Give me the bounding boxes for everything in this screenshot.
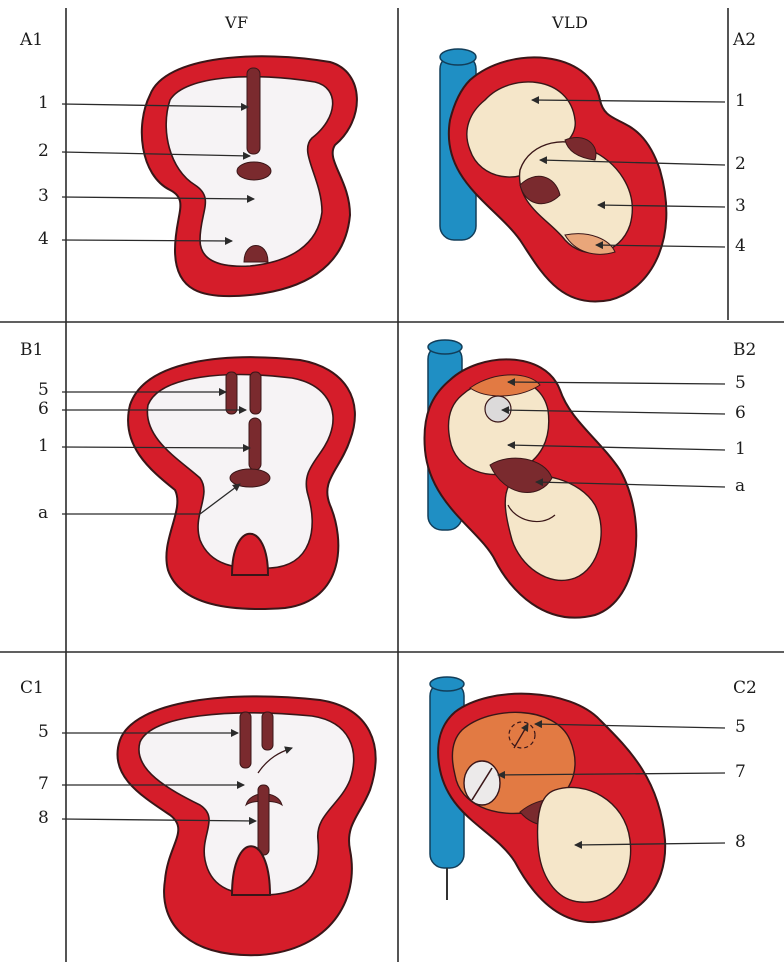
b2-label-6: 6 <box>735 405 746 422</box>
c2-label-8: 8 <box>735 834 746 851</box>
heart-a1 <box>142 56 357 296</box>
panel-label-a1: A1 <box>20 32 43 49</box>
panel-label-c1: C1 <box>20 680 44 697</box>
a1-label-4: 4 <box>38 231 49 248</box>
a2-label-1: 1 <box>735 93 746 110</box>
b2-label-5: 5 <box>735 375 746 392</box>
panel-label-c2: C2 <box>733 680 757 697</box>
a1-label-2: 2 <box>38 143 49 160</box>
heart-c1 <box>117 696 375 955</box>
b1-label-6: 6 <box>38 401 49 418</box>
a1-label-1: 1 <box>38 95 49 112</box>
c2-label-5: 5 <box>735 719 746 736</box>
header-vf: VF <box>225 15 249 31</box>
b1-label-a: a <box>38 505 48 522</box>
panel-label-b2: B2 <box>733 342 756 359</box>
b2-label-1: 1 <box>735 441 746 458</box>
c2-label-7: 7 <box>735 764 746 781</box>
b1-label-5: 5 <box>38 382 49 399</box>
heart-b1 <box>128 357 355 609</box>
panel-label-b1: B1 <box>20 342 43 359</box>
heart-c2 <box>430 677 665 922</box>
b1-label-1: 1 <box>38 438 49 455</box>
c1-label-8: 8 <box>38 810 49 827</box>
header-vld: VLD <box>552 15 589 31</box>
c1-label-7: 7 <box>38 776 49 793</box>
heart-a2 <box>440 49 666 302</box>
b2-label-a: a <box>735 478 745 495</box>
panel-label-a2: A2 <box>733 32 756 49</box>
a1-label-3: 3 <box>38 188 49 205</box>
a2-label-4: 4 <box>735 238 746 255</box>
a2-label-3: 3 <box>735 198 746 215</box>
c1-label-5: 5 <box>38 724 49 741</box>
a2-label-2: 2 <box>735 156 746 173</box>
